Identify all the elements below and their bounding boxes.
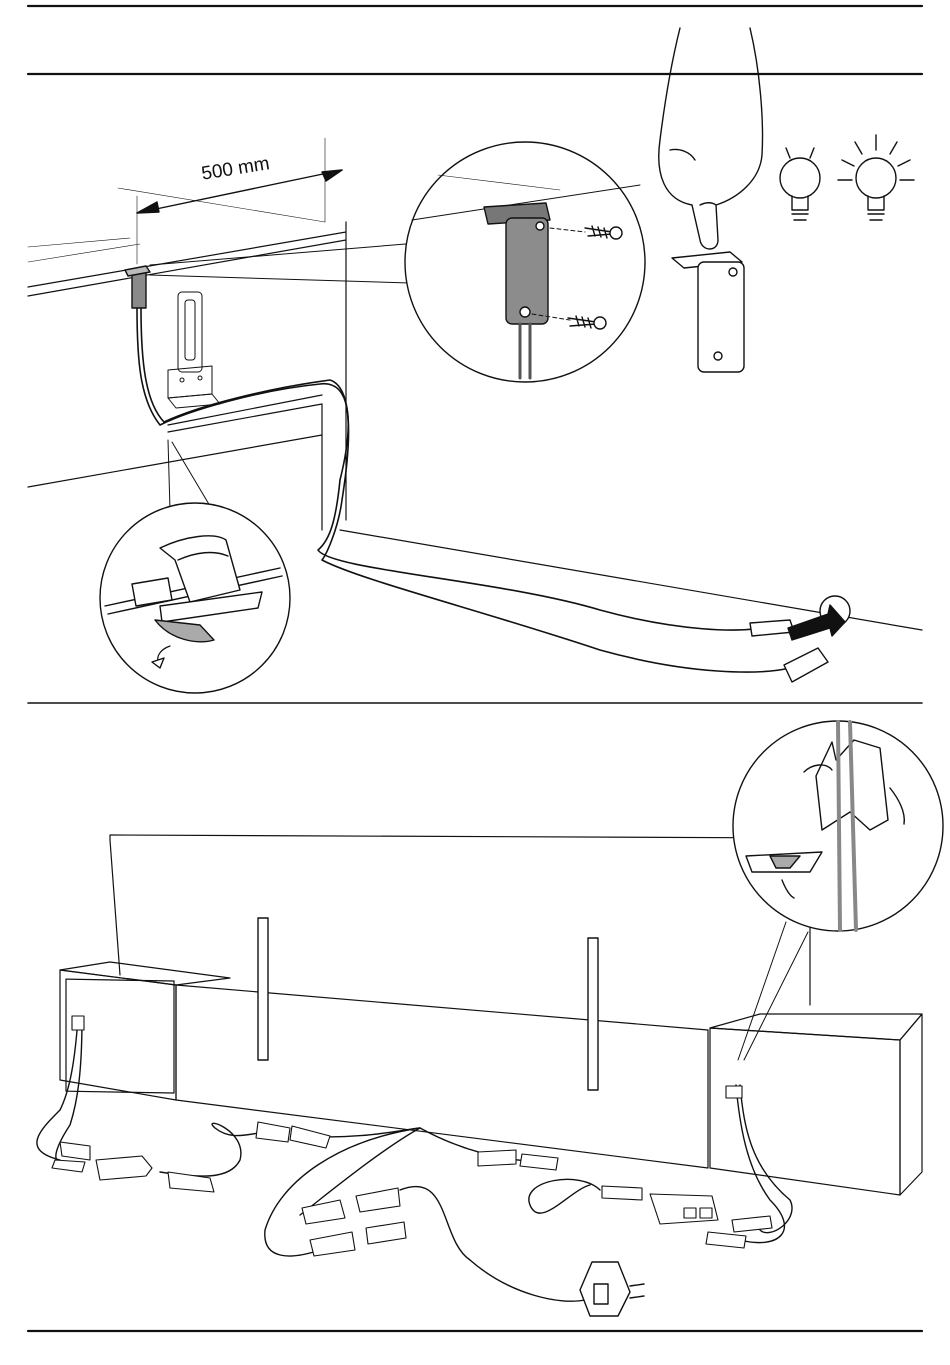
left-cabinet bbox=[60, 962, 230, 1100]
motion-sensor-small bbox=[125, 266, 150, 308]
detail-circle-clip bbox=[100, 440, 290, 693]
hand-icon bbox=[659, 28, 763, 249]
plugs-and-splitters bbox=[52, 1016, 772, 1256]
step-1-illustration bbox=[28, 28, 922, 693]
bulb-off-icon bbox=[780, 148, 820, 220]
bed-bracket bbox=[168, 292, 220, 408]
headboard bbox=[110, 835, 810, 1168]
power-adapter-icon bbox=[580, 1262, 644, 1316]
bulb-on-icon bbox=[838, 135, 914, 220]
detail-circle-cable-clip bbox=[733, 721, 943, 1060]
touch-sensor bbox=[672, 252, 744, 372]
mounting-rails bbox=[258, 918, 598, 1090]
power-cables bbox=[37, 1018, 792, 1301]
step-2-illustration bbox=[37, 721, 943, 1316]
